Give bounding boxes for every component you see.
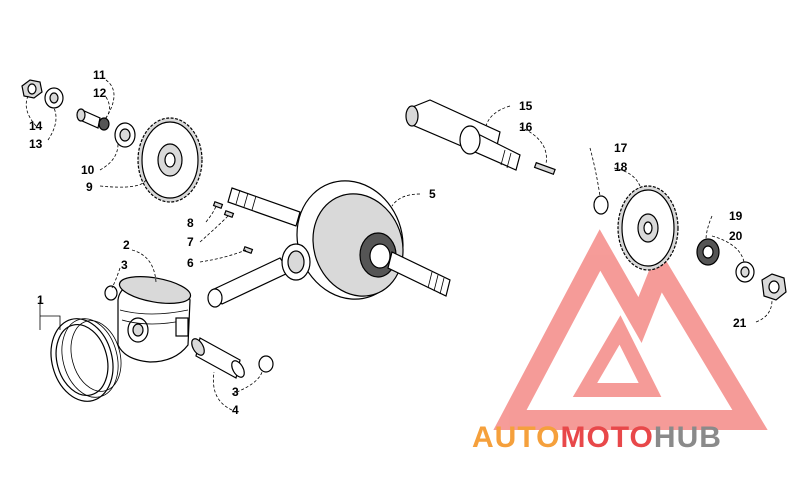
label-3b: 3 <box>232 385 239 399</box>
label-17: 17 <box>614 141 628 155</box>
watermark-hub: HUB <box>654 421 722 454</box>
key-part <box>533 161 556 176</box>
callout-labels: 1 2 3 3 4 5 6 7 8 9 10 11 12 13 14 15 16… <box>29 68 747 417</box>
bearing-part <box>696 238 720 266</box>
label-9: 9 <box>86 180 93 194</box>
label-7: 7 <box>187 235 194 249</box>
label-19: 19 <box>729 209 743 223</box>
label-8: 8 <box>187 216 194 230</box>
watermark-logo <box>493 229 768 430</box>
washer-right-part <box>593 195 609 215</box>
piston-rings-part <box>50 318 122 402</box>
crankshaft-part <box>207 180 451 308</box>
label-21: 21 <box>733 316 747 330</box>
label-11: 11 <box>93 68 106 82</box>
washer-part <box>114 122 136 148</box>
washer-20-part <box>735 261 755 283</box>
label-20: 20 <box>729 229 743 243</box>
key-pins-part <box>212 200 254 255</box>
label-2: 2 <box>123 238 130 252</box>
label-10: 10 <box>81 163 95 177</box>
circlip-part <box>104 285 274 373</box>
bolt-part <box>76 108 110 131</box>
label-3a: 3 <box>121 258 128 272</box>
left-gear-part <box>137 117 203 203</box>
label-1: 1 <box>37 293 44 307</box>
label-15: 15 <box>519 99 533 113</box>
label-14: 14 <box>29 119 43 133</box>
label-12: 12 <box>93 86 107 100</box>
label-16: 16 <box>519 120 533 134</box>
watermark-auto: AUTO <box>472 421 560 454</box>
watermark-text: AUTOMOTOHUB <box>472 421 722 454</box>
label-4: 4 <box>232 403 239 417</box>
label-5: 5 <box>429 187 436 201</box>
label-13: 13 <box>29 137 43 151</box>
nut-21-part <box>761 273 787 301</box>
nut-part <box>21 79 64 109</box>
piston-part <box>117 276 192 363</box>
label-6: 6 <box>187 256 194 270</box>
balancer-shaft-part <box>405 99 521 171</box>
right-gear-part <box>617 185 679 271</box>
watermark-moto: MOTO <box>560 421 653 454</box>
piston-pin-part <box>191 337 245 379</box>
leader-lines <box>25 79 773 411</box>
label-18: 18 <box>614 160 628 174</box>
